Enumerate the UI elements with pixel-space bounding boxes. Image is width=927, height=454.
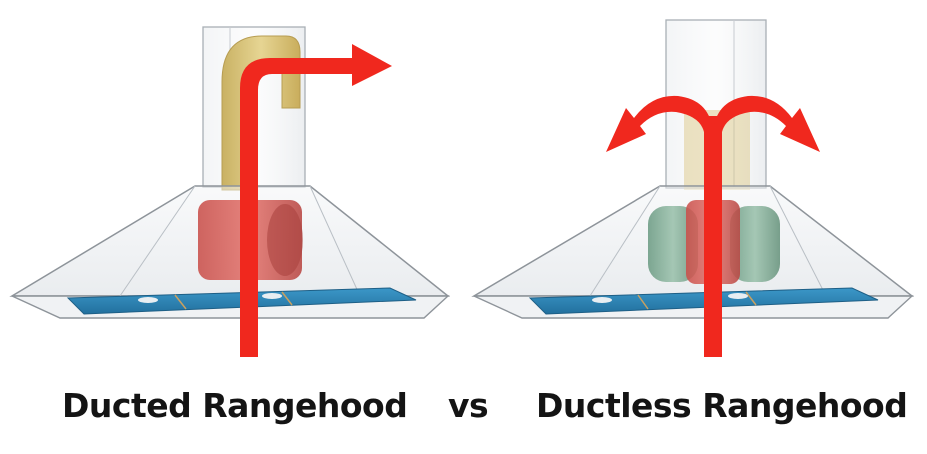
ductless-rangehood xyxy=(471,19,915,357)
vs-label: vs xyxy=(448,386,489,425)
ductless-rangehood-label: Ductless Rangehood xyxy=(536,386,908,425)
arrow-up-split-left-right-icon xyxy=(606,95,820,357)
ductless-blower xyxy=(648,200,780,284)
ducted-rangehood-label: Ducted Rangehood xyxy=(62,386,408,425)
ducted-rangehood xyxy=(9,26,451,357)
arrow-up-then-right-icon xyxy=(240,44,392,357)
